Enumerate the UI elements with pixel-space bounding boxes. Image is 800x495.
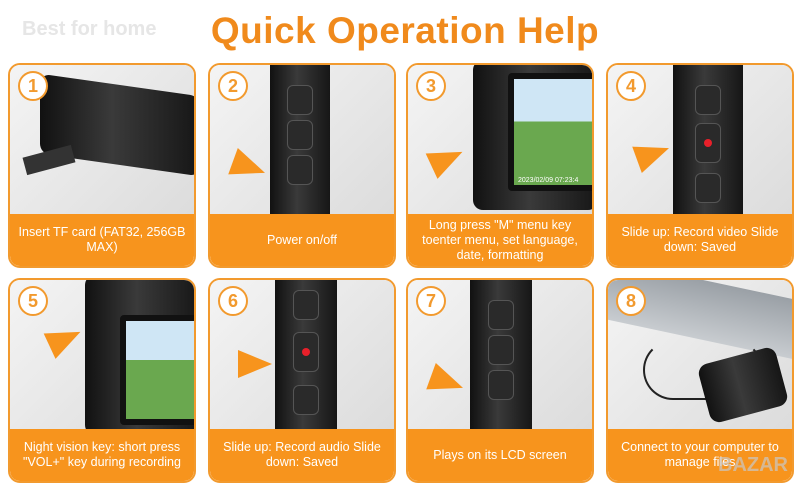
- record-video-photo: [608, 65, 792, 225]
- step-number: 5: [18, 286, 48, 316]
- step-card-7: 7 Plays on its LCD screen: [406, 278, 594, 483]
- step-number: 1: [18, 71, 48, 101]
- power-button-photo: [210, 65, 394, 225]
- step-caption: Plays on its LCD screen: [408, 429, 592, 481]
- screen-date: 2023/02/09 07:23:4: [518, 177, 579, 184]
- step-card-6: 6 Slide up: Record audio Slide down: Sav…: [208, 278, 396, 483]
- step-caption: Connect to your computer to manage files: [608, 429, 792, 481]
- step-caption: Long press "M" menu key toenter menu, se…: [408, 214, 592, 266]
- step-card-4: 4 Slide up: Record video Slide down: Sav…: [606, 63, 794, 268]
- record-audio-photo: [210, 280, 394, 440]
- step-caption: Slide up: Record audio Slide down: Saved: [210, 429, 394, 481]
- step-card-2: 2 Power on/off: [208, 63, 396, 268]
- page-title: Quick Operation Help: [210, 10, 600, 51]
- corner-logo: BAZAR: [718, 454, 788, 476]
- step-caption: Power on/off: [210, 214, 394, 266]
- step-card-5: 5 Night vision key: short press "VOL+" k…: [8, 278, 196, 483]
- step-number: 7: [416, 286, 446, 316]
- watermark: Best for home: [22, 18, 157, 40]
- step-number: 2: [218, 71, 248, 101]
- step-number: 6: [218, 286, 248, 316]
- step-number: 4: [616, 71, 646, 101]
- step-number: 8: [616, 286, 646, 316]
- step-caption: Insert TF card (FAT32, 256GB MAX): [10, 214, 194, 266]
- step-card-1: 1 Insert TF card (FAT32, 256GB MAX): [8, 63, 196, 268]
- step-caption: Night vision key: short press "VOL+" key…: [10, 429, 194, 481]
- step-caption: Slide up: Record video Slide down: Saved: [608, 214, 792, 266]
- step-card-3: 3 2023/02/09 07:23:4 Long press "M" menu…: [406, 63, 594, 268]
- step-card-8: 8 Connect to your computer to manage fil…: [606, 278, 794, 483]
- menu-key-photo: 2023/02/09 07:23:4: [408, 65, 592, 214]
- step-number: 3: [416, 71, 446, 101]
